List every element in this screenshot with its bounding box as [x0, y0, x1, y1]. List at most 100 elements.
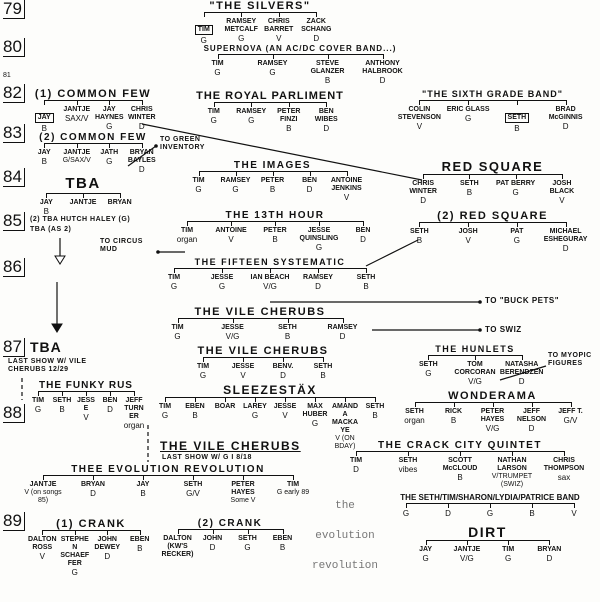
member-name: JAY [136, 481, 150, 488]
member-role: B [514, 123, 520, 133]
member-role: G [244, 543, 251, 552]
member-role: V/TRUMPET (SWIZ) [491, 473, 533, 488]
member-name-holder: JAY [28, 106, 61, 124]
member-role: G [269, 67, 276, 77]
band-bracket [203, 12, 317, 14]
annotation-myopic: TO MYOPIC FIGURES [548, 352, 592, 367]
member-name-holder: TIM [150, 403, 180, 411]
band-bracket [177, 318, 343, 320]
member-name-holder: MICHAEL ESHEGURAY [541, 228, 590, 244]
member-name-holder: JEFF TURNER [122, 397, 146, 421]
member-name-holder: JOSH [444, 228, 493, 236]
member-name: SETH [313, 363, 333, 371]
member-name: SETH [356, 273, 376, 281]
chris-winter-link [141, 123, 423, 181]
member-name: JANTJE [29, 481, 57, 488]
member-name-holder: EBEN [124, 536, 157, 544]
member-name-holder: JOSH BLACK [539, 180, 585, 196]
member-name-holder: DALTON (KW'S RECKER) [160, 535, 195, 559]
member-name: SETH [278, 324, 297, 332]
member-role: B [140, 489, 146, 498]
band-name: TBA [65, 175, 101, 192]
member-name: MICHAEL ESHEGURAY [543, 228, 588, 244]
member-role: B [286, 124, 292, 134]
member-name: SETH [405, 408, 424, 416]
member-name-holder: RAMSEY METCALF [223, 18, 261, 34]
member-role: D [90, 489, 96, 498]
member-role: SAX/V [64, 114, 89, 124]
member-role: V [343, 193, 350, 202]
member-role: D [562, 244, 569, 254]
member-role: V [416, 121, 423, 131]
member-role: B [269, 185, 276, 194]
member-name: BEN [102, 397, 118, 404]
member-name: STEPHEN SCHAEFFER [60, 536, 90, 568]
member-role: G [232, 185, 239, 194]
member-name: BENV. [272, 363, 294, 371]
band-bracket [42, 530, 140, 532]
member-role: V/G [225, 332, 240, 342]
member-name: RICK [444, 408, 463, 416]
member-role: B [41, 157, 47, 166]
member-name: TIM [207, 108, 220, 116]
member-role: B [137, 544, 143, 554]
member-name: BEN WIBES [314, 108, 338, 124]
member-role: B [272, 235, 278, 244]
member-name-holder: RICK [434, 408, 473, 416]
to-green-inventory-arrow [127, 145, 157, 167]
band-name: "THE SIXTH GRADE BAND" [421, 89, 564, 99]
band-member: DALTON (KW'S RECKER) [160, 529, 195, 559]
member-name-holder: RAMSEY [217, 177, 254, 185]
annotation-tba2: (2) TBA HUTCH HALEY (G) [30, 216, 131, 223]
arrow-tip-icon [478, 300, 482, 304]
member-name: CHRIS WINTER [409, 180, 437, 196]
member-name-holder: ANTHONY HALBROOK [355, 60, 410, 76]
member-name: PAT [510, 228, 524, 236]
member-name: BEN [355, 227, 371, 234]
member-name-holder: CHRIS WINTER [400, 180, 446, 196]
member-role: G [218, 281, 226, 291]
member-role: D [107, 405, 113, 414]
member-name-holder: JEFF NELSON [512, 408, 551, 424]
member-role: vibes [398, 465, 418, 474]
member-name: TIM [31, 397, 45, 404]
band-name: THE IMAGES [233, 160, 312, 171]
member-role: D [420, 196, 427, 206]
member-name-holder: STEVE GLANZER [300, 60, 355, 76]
band-bracket [44, 143, 142, 144]
member-name: PETER HAYES [231, 481, 255, 496]
member-role: B [320, 371, 326, 381]
annotation-swiz: TO SWIZ [485, 325, 522, 334]
member-role: G [210, 116, 217, 126]
member-role: Some V [230, 497, 256, 504]
member-name-holder: JESSE [198, 274, 246, 282]
member-name: TIM [349, 457, 363, 464]
member-role: D [546, 554, 553, 564]
member-role: D [315, 281, 321, 291]
